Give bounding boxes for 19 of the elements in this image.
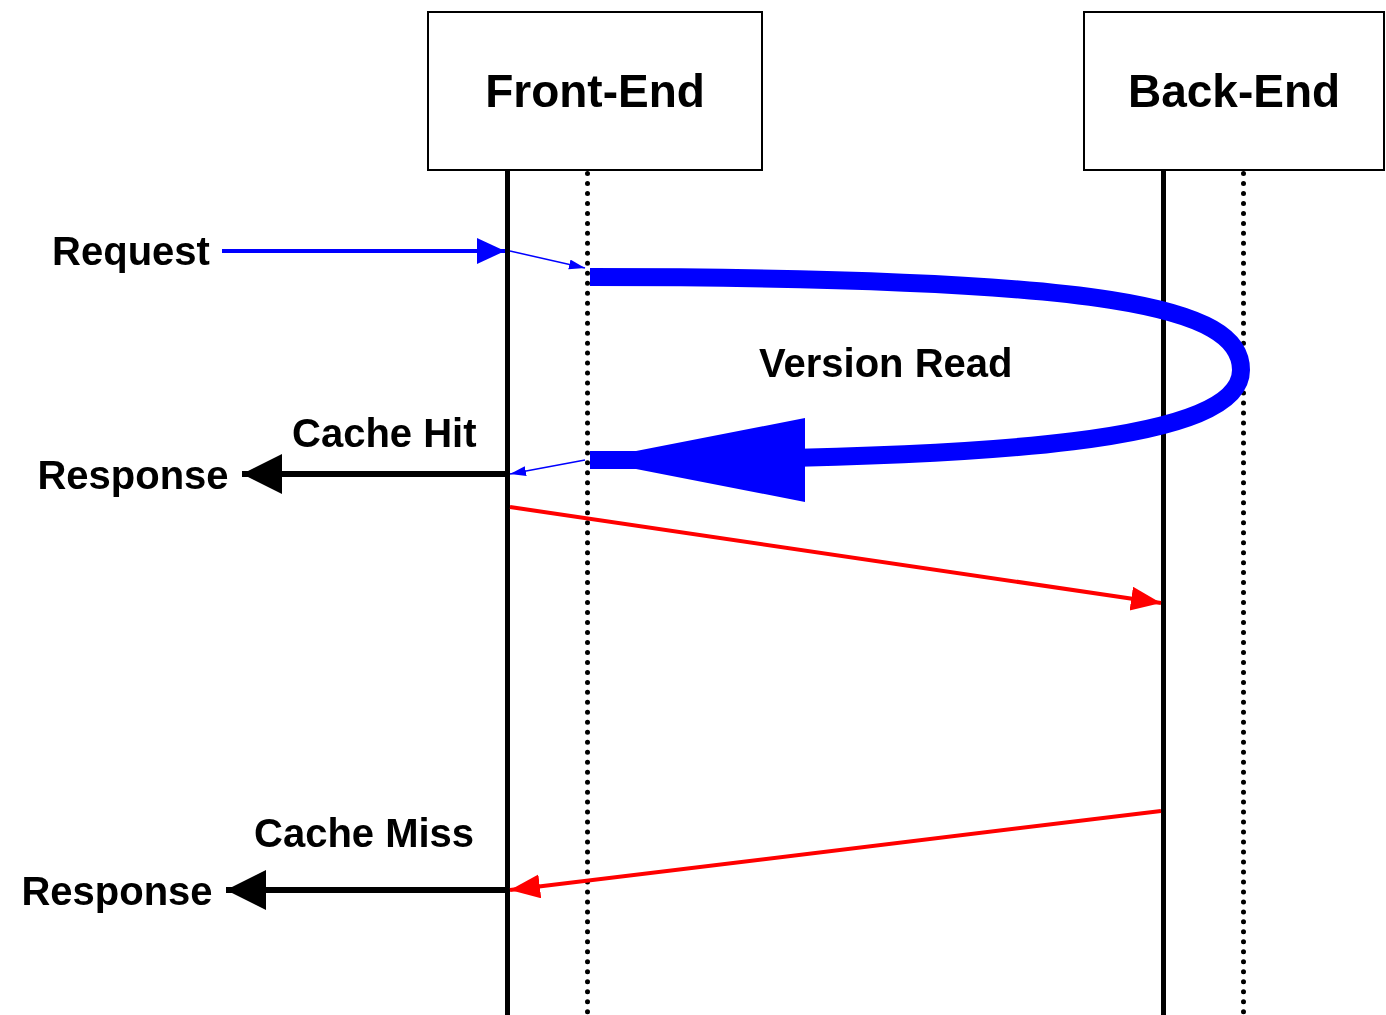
arrow — [509, 809, 1162, 899]
arrow — [509, 250, 586, 270]
arrow — [509, 505, 1162, 611]
participant-label: Back-End — [1127, 68, 1341, 114]
arrow — [222, 238, 505, 264]
participant-box — [1083, 11, 1385, 171]
participant-box — [427, 11, 763, 171]
dotted-lifeline — [585, 171, 590, 1015]
message-label: Request — [40, 226, 222, 276]
arrow — [589, 367, 1250, 502]
participant-label: Front-End — [485, 68, 705, 114]
message-label: Response — [24, 450, 242, 500]
lifeline — [505, 171, 510, 1015]
arrow — [242, 454, 505, 494]
arrow — [509, 459, 586, 476]
dotted-lifeline — [1241, 171, 1246, 1015]
message-label: Response — [8, 866, 226, 916]
arrow — [226, 870, 505, 910]
lifeline — [1161, 171, 1166, 1015]
